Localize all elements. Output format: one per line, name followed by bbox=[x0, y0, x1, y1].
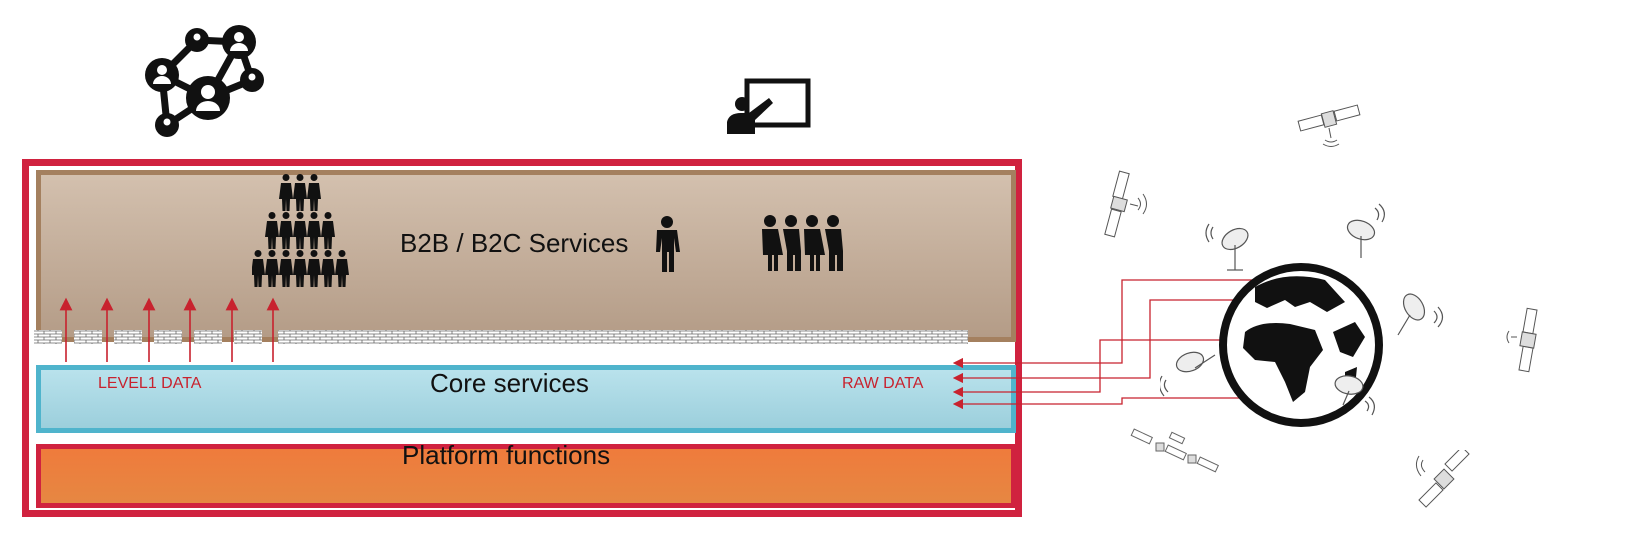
satellite-dish-icon bbox=[1397, 293, 1444, 336]
raw-data-line bbox=[952, 397, 1285, 410]
level1-data-label: LEVEL1 DATA bbox=[98, 375, 202, 392]
social-network-icon bbox=[145, 25, 264, 137]
satellite-icon bbox=[1297, 104, 1361, 147]
platform-inner-frame bbox=[27, 164, 1017, 512]
teacher-presentation-icon bbox=[727, 78, 811, 134]
raw-data-label: RAW DATA bbox=[842, 375, 924, 392]
platform-functions-label: Platform functions bbox=[402, 440, 611, 470]
satellite-icon bbox=[1130, 428, 1219, 473]
core-services-label: Core services bbox=[430, 368, 589, 398]
single-person-icon bbox=[656, 216, 680, 272]
satellite-dish-icon bbox=[1160, 351, 1216, 397]
level1-arrows bbox=[59, 297, 280, 362]
core-services-layer bbox=[36, 365, 1016, 433]
platform-functions-layer bbox=[36, 444, 1016, 508]
satellite-dish-icon bbox=[1205, 223, 1249, 271]
crowd-pyramid-icon bbox=[252, 174, 349, 287]
satellite-icon bbox=[1415, 450, 1470, 508]
firewall-icon bbox=[34, 330, 968, 344]
satellite-icon bbox=[1104, 170, 1147, 238]
b2b-services-label: B2B / B2C Services bbox=[400, 228, 629, 258]
raw-data-line bbox=[952, 279, 1270, 369]
raw-data-line bbox=[952, 339, 1252, 398]
satellite-dish-icon bbox=[1334, 375, 1375, 416]
satellite-icon bbox=[1506, 307, 1538, 373]
satellite-dish-icon bbox=[1346, 203, 1385, 258]
four-people-icon bbox=[762, 215, 843, 271]
